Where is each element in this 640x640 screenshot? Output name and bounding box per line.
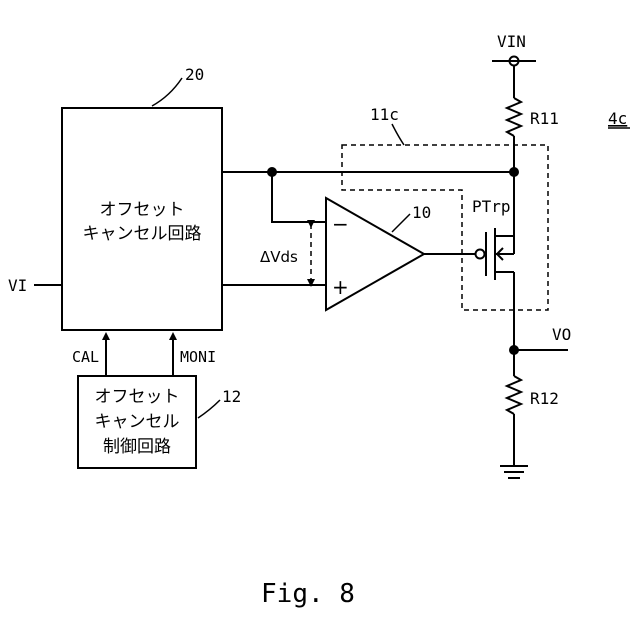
- r11-label: R11: [530, 109, 559, 128]
- ref-11c-leader: [392, 124, 404, 145]
- delta-vds-label: ΔVds: [260, 248, 298, 266]
- ref-20-leader: [152, 78, 182, 106]
- offset-cancel-circuit-label-line2: キャンセル回路: [83, 224, 202, 244]
- moni-label: MONI: [180, 348, 216, 366]
- comparator-plus-sign: +: [332, 275, 349, 299]
- ref-12-label: 12: [222, 387, 241, 406]
- ref-12-leader: [198, 400, 220, 418]
- junction-dot-right: [509, 167, 519, 177]
- offset-cancel-circuit-label-line1: オフセット: [100, 200, 185, 220]
- ref-11c-label: 11c: [370, 105, 399, 124]
- figure-caption: Fig. 8: [261, 579, 355, 609]
- r12-label: R12: [530, 389, 559, 408]
- ref-10-leader: [392, 214, 410, 232]
- comparator-minus-sign: −: [332, 212, 349, 236]
- offset-cancel-control-label-line3: 制御回路: [103, 437, 171, 457]
- ref-10-label: 10: [412, 203, 431, 222]
- vi-label: VI: [8, 276, 27, 295]
- minus-input-wire: [272, 172, 326, 222]
- r11-resistor: [507, 98, 521, 136]
- r12-resistor: [507, 376, 521, 414]
- ref-20-label: 20: [185, 65, 204, 84]
- vin-label: VIN: [497, 32, 526, 51]
- figure-ref-label: 4c: [608, 109, 627, 128]
- offset-cancel-control-label-line1: オフセット: [95, 387, 180, 407]
- transistor-gate-bubble: [476, 250, 485, 259]
- transistor-label: PTrp: [472, 197, 511, 216]
- cal-label: CAL: [72, 348, 99, 366]
- vo-label: VO: [552, 325, 571, 344]
- offset-cancel-control-label-line2: キャンセル: [95, 412, 180, 432]
